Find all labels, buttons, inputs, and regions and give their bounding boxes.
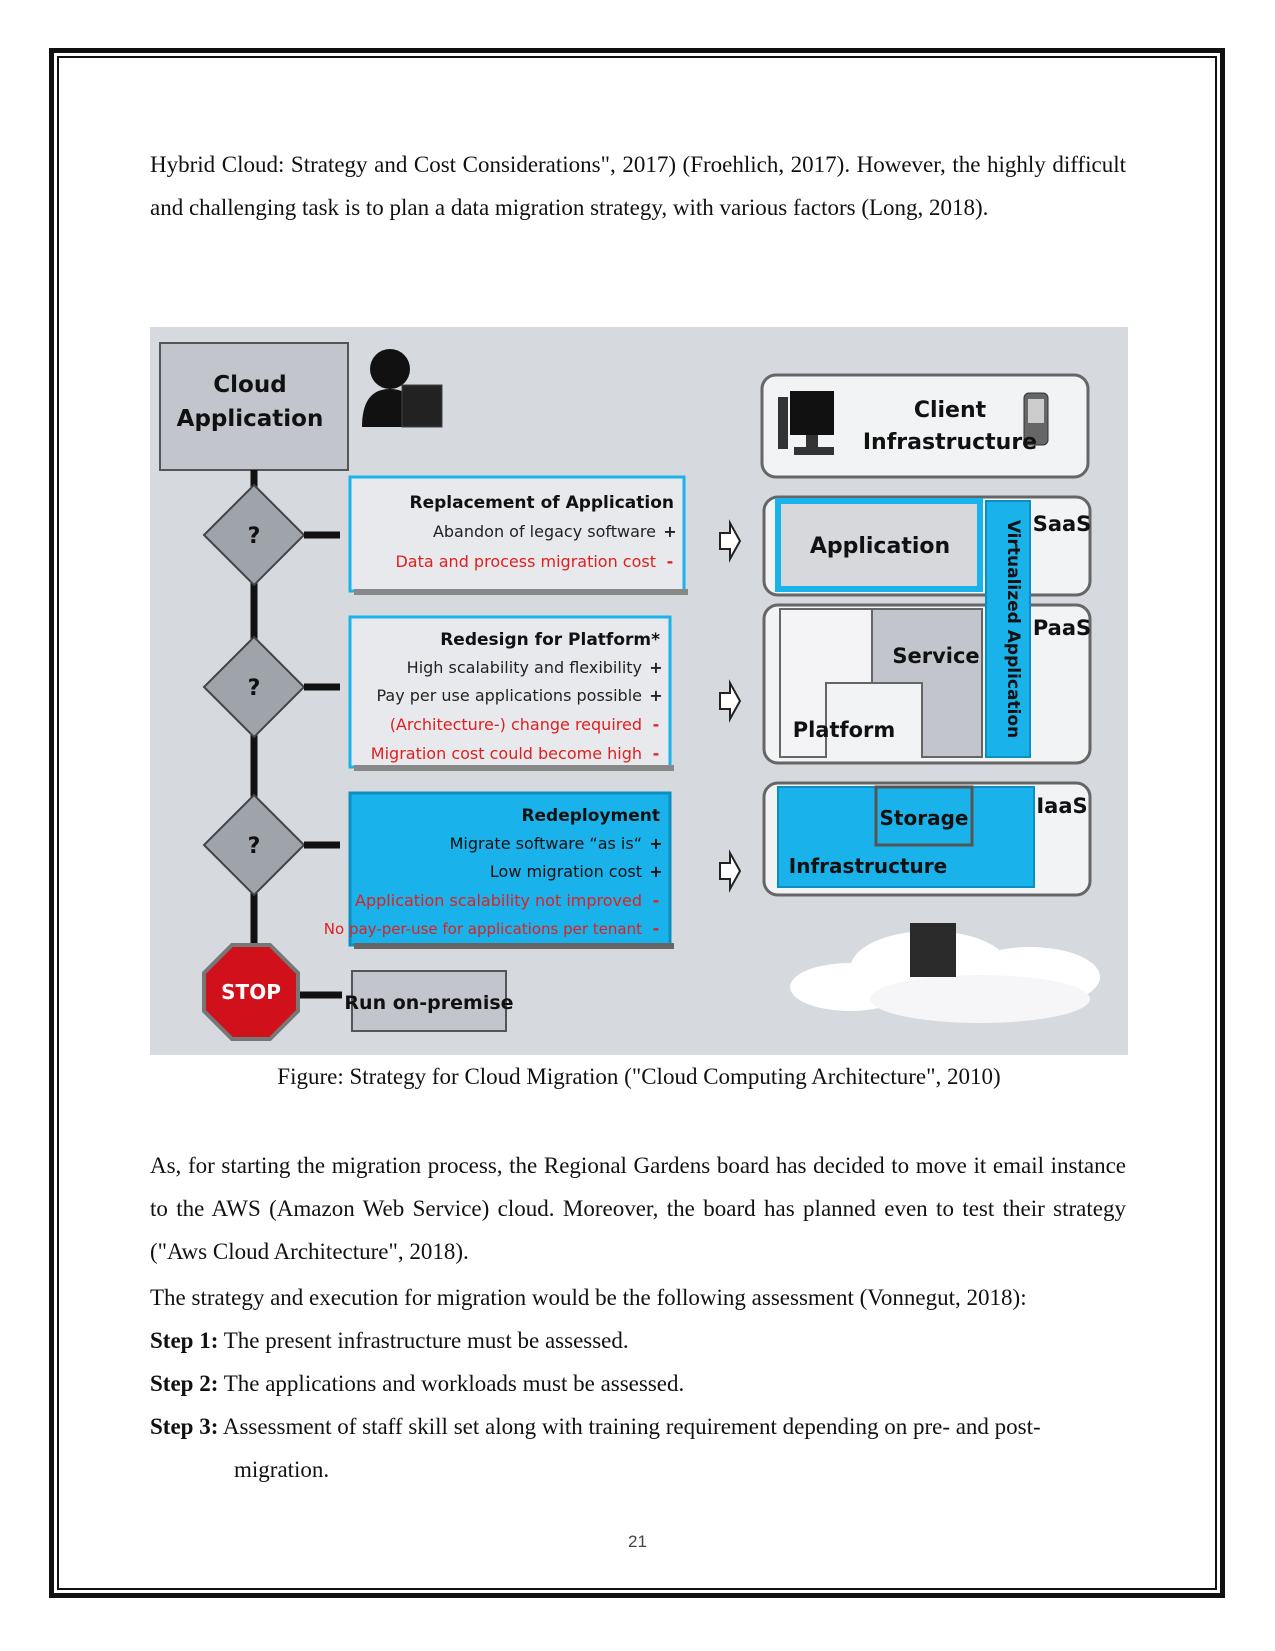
step-2: Step 2: The applications and workloads m… [150, 1369, 684, 1399]
paas-layer: Service Platform PaaS [762, 603, 1092, 765]
option1-title: Replacement of Application [409, 493, 674, 513]
svg-text:+: + [649, 862, 662, 881]
svg-text:Platform: Platform [793, 718, 896, 742]
svg-text:Run on-premise: Run on-premise [344, 992, 513, 1014]
page-border-outer [49, 48, 1225, 1598]
svg-text:No pay-per-use for application: No pay-per-use for applications per tena… [324, 920, 642, 938]
svg-text:+: + [663, 522, 676, 541]
cloud-application-box [159, 342, 349, 471]
arrow-icon-2 [719, 679, 742, 723]
client-infrastructure-box: Client Infrastructure [760, 373, 1090, 479]
svg-text:Service: Service [892, 644, 979, 668]
svg-text:PaaS: PaaS [1033, 616, 1091, 640]
cloud-icon [790, 923, 1100, 1023]
svg-text:(Architecture-) change require: (Architecture-) change required [390, 715, 642, 734]
step-1: Step 1: The present infrastructure must … [150, 1326, 629, 1356]
svg-text:High scalability and flexibili: High scalability and flexibility [407, 658, 642, 677]
intro-paragraph: Hybrid Cloud: Strategy and Cost Consider… [150, 152, 1126, 220]
svg-text:STOP: STOP [221, 980, 281, 1004]
strategy-line: The strategy and execution for migration… [150, 1285, 1027, 1310]
svg-text:Infrastructure: Infrastructure [863, 430, 1037, 455]
cloud-application-line2: Application [177, 406, 324, 432]
cloud-application-line1: Cloud [213, 372, 286, 398]
decision-diamond-1: ? [202, 483, 306, 587]
svg-text:-: - [667, 552, 674, 571]
decision-diamond-2: ? [202, 635, 306, 739]
option3-title: Redeployment [521, 806, 660, 826]
page-border-inner [57, 56, 1217, 1590]
run-on-premise-box: Run on-premise [344, 970, 514, 1032]
saas-layer: Application SaaS [762, 495, 1092, 597]
svg-text:?: ? [248, 524, 261, 549]
svg-text:Migration cost could become hi: Migration cost could become high [371, 744, 642, 763]
step-1-label: Step 1: [150, 1328, 219, 1353]
iaas-layer: Storage Infrastructure IaaS [762, 781, 1092, 897]
svg-text:Migrate software “as is“: Migrate software “as is“ [450, 834, 642, 853]
option-redesign-box: Redesign for Platform* High scalability … [348, 615, 674, 771]
svg-text:Infrastructure: Infrastructure [789, 854, 947, 878]
page-number: 21 [628, 1532, 647, 1551]
option-replacement-box: Replacement of Application Abandon of le… [348, 475, 688, 595]
step-3: Step 3: Assessment of staff skill set al… [150, 1412, 1041, 1442]
step-2-label: Step 2: [150, 1371, 219, 1396]
svg-text:-: - [653, 744, 660, 763]
svg-text:+: + [649, 686, 662, 705]
option2-title: Redesign for Platform* [440, 630, 660, 650]
svg-text:Low migration cost: Low migration cost [490, 862, 642, 881]
figure-caption: Figure: Strategy for Cloud Migration ("C… [277, 1064, 1001, 1089]
svg-text:Application scalability not im: Application scalability not improved [355, 891, 642, 910]
virtualized-application-bar: Virtualized Application [985, 500, 1031, 758]
arrow-icon-3 [719, 849, 742, 893]
step-3-continuation: migration. [234, 1457, 330, 1482]
user-icon [362, 349, 443, 428]
svg-text:Application: Application [810, 534, 950, 559]
option-redeployment-box: Redeployment Migrate software “as is“ + … [324, 791, 674, 949]
arrow-icon-1 [719, 519, 742, 563]
cloud-migration-figure: Cloud Application ? ? ? Replacement of A… [150, 327, 1128, 1055]
step-3-label: Step 3: [150, 1414, 219, 1439]
svg-text:Virtualized Application: Virtualized Application [1003, 520, 1023, 738]
svg-text:SaaS: SaaS [1033, 512, 1092, 536]
svg-text:?: ? [248, 676, 261, 701]
decision-diamond-3: ? [202, 793, 306, 897]
svg-text:-: - [653, 891, 660, 910]
svg-text:-: - [653, 919, 660, 938]
option1-item2: Data and process migration cost [395, 552, 656, 571]
svg-text:+: + [649, 834, 662, 853]
stop-sign-icon: STOP [202, 943, 300, 1041]
svg-text:Client: Client [914, 398, 987, 423]
svg-text:?: ? [248, 834, 261, 859]
svg-text:+: + [649, 658, 662, 677]
svg-text:-: - [653, 715, 660, 734]
step-1-text: The present infrastructure must be asses… [218, 1328, 629, 1353]
step-2-text: The applications and workloads must be a… [218, 1371, 685, 1396]
option1-item1: Abandon of legacy software [433, 522, 656, 541]
migration-paragraph: As, for starting the migration process, … [150, 1153, 1126, 1264]
svg-text:Pay per use applications possi: Pay per use applications possible [376, 686, 642, 705]
step-3-text: Assessment of staff skill set along with… [218, 1414, 1041, 1439]
svg-text:IaaS: IaaS [1036, 794, 1087, 818]
svg-text:Storage: Storage [880, 806, 969, 830]
